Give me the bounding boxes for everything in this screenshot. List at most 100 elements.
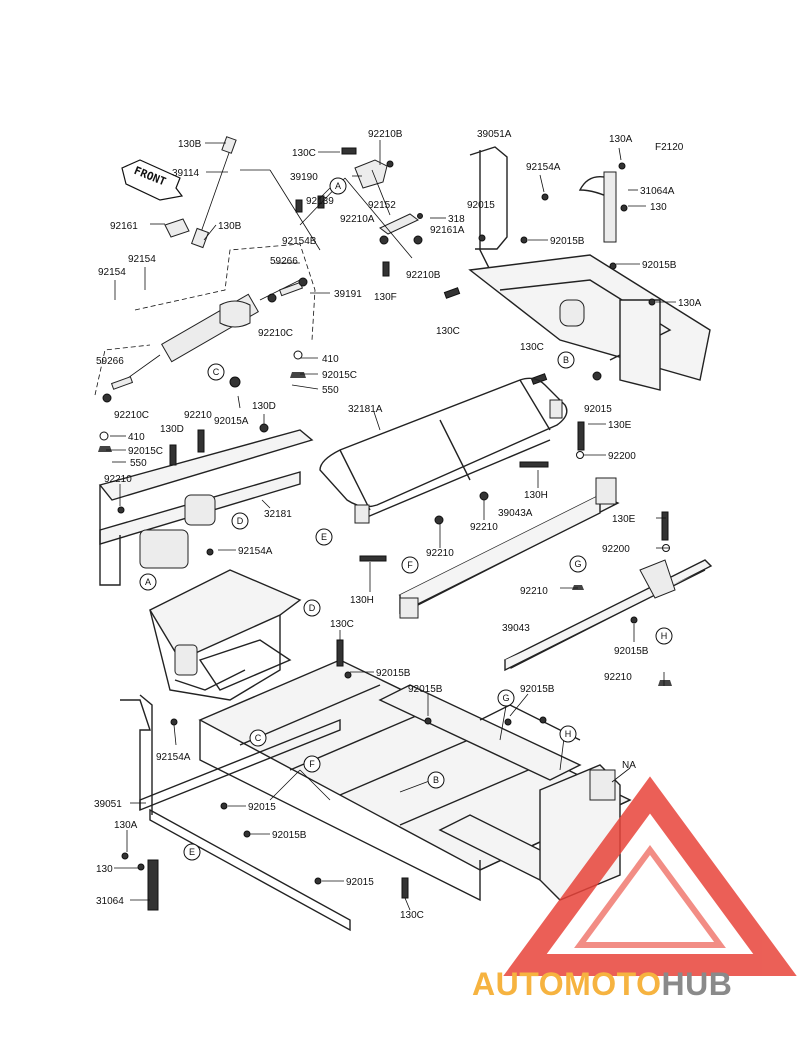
- svg-text:A: A: [335, 181, 341, 191]
- label: 92210: [426, 548, 454, 559]
- label: NA: [622, 760, 636, 771]
- label: 92154B: [282, 236, 317, 247]
- callout-e: E: [183, 843, 201, 861]
- label: 130C: [330, 619, 354, 630]
- label: 92015B: [272, 830, 307, 841]
- label: 31064: [96, 896, 124, 907]
- svg-text:B: B: [433, 775, 439, 785]
- rear-carrier-frame: [443, 146, 711, 391]
- label: 92015: [346, 877, 374, 888]
- label: 92200: [602, 544, 630, 555]
- label: 59266: [270, 256, 298, 267]
- callout-f: F: [401, 556, 419, 574]
- label: 130C: [400, 910, 424, 921]
- reference-callouts: A A B B C C D D E E F F G G H H: [139, 177, 673, 861]
- label: 130B: [218, 221, 242, 232]
- callout-e: E: [315, 528, 333, 546]
- callout-h: H: [655, 627, 673, 645]
- steering-rack: [117, 279, 301, 388]
- label: 92015C: [128, 446, 163, 457]
- label: 130E: [608, 420, 632, 431]
- label: 130A: [609, 134, 633, 145]
- label: 92015A: [214, 416, 249, 427]
- part-labels: 130B 39114 92161 130B 92154 92154 130C 9…: [94, 129, 702, 921]
- label: 92139: [306, 196, 334, 207]
- watermark-text-part2: HUB: [661, 966, 733, 1002]
- label: 92210C: [258, 328, 293, 339]
- label: 92154A: [526, 162, 561, 173]
- leader-lines: [106, 140, 676, 911]
- label: 92015: [467, 200, 495, 211]
- label: 130F: [374, 292, 397, 303]
- svg-text:E: E: [321, 532, 327, 542]
- label: 130D: [160, 424, 184, 435]
- label: 31064A: [640, 186, 675, 197]
- label: 92015B: [550, 236, 585, 247]
- callout-c: C: [249, 729, 267, 747]
- label: 92154: [98, 267, 126, 278]
- label: 92210C: [114, 410, 149, 421]
- callout-f: F: [303, 755, 321, 773]
- watermark-text: AUTOMOTOHUB: [472, 966, 732, 1003]
- callout-b: B: [557, 351, 575, 369]
- engine-mount-cage: [149, 569, 302, 701]
- label: 92210: [520, 586, 548, 597]
- label: 130C: [292, 148, 316, 159]
- callout-b: B: [427, 771, 445, 789]
- label: 39051A: [477, 129, 512, 140]
- svg-text:G: G: [574, 559, 581, 569]
- label: 130H: [524, 490, 548, 501]
- label: 39190: [290, 172, 318, 183]
- label: 130C: [520, 342, 544, 353]
- svg-text:D: D: [237, 516, 244, 526]
- steering-shaft-group: [164, 136, 321, 251]
- label: 39051: [94, 799, 122, 810]
- label: 92161A: [430, 225, 465, 236]
- label: 92200: [608, 451, 636, 462]
- label: 92210: [604, 672, 632, 683]
- watermark-text-part1: AUTOMOTO: [472, 966, 662, 1002]
- label: 92210: [104, 474, 132, 485]
- svg-text:F: F: [309, 759, 315, 769]
- label: 130A: [114, 820, 138, 831]
- svg-text:A: A: [145, 577, 151, 587]
- label: 92154A: [156, 752, 191, 763]
- label: 130B: [178, 139, 202, 150]
- label: 59266: [96, 356, 124, 367]
- callout-a: A: [329, 177, 347, 195]
- callout-h: H: [559, 725, 577, 743]
- label: 92015B: [376, 668, 411, 679]
- label: 130A: [678, 298, 702, 309]
- label: 32181: [264, 509, 292, 520]
- label: 410: [322, 354, 339, 365]
- side-rail-39043a: [398, 477, 670, 619]
- callout-a: A: [139, 573, 157, 591]
- svg-text:F: F: [407, 560, 413, 570]
- label: 92015B: [408, 684, 443, 695]
- svg-text:H: H: [661, 631, 668, 641]
- label: 130D: [252, 401, 276, 412]
- label: 92015B: [642, 260, 677, 271]
- callout-d: D: [231, 512, 249, 530]
- callout-g: G: [497, 689, 515, 707]
- label: 92015B: [520, 684, 555, 695]
- label: 92161: [110, 221, 138, 232]
- watermark-triangle-logo: [503, 776, 797, 976]
- callout-g: G: [569, 555, 587, 573]
- label: 39114: [172, 168, 200, 179]
- front-direction-arrow: FRONT: [121, 159, 184, 201]
- label: 92210A: [340, 214, 375, 225]
- upper-cage-frame: [319, 377, 585, 562]
- side-rail-39043: [503, 559, 713, 686]
- label: 92210: [184, 410, 212, 421]
- label: 550: [322, 385, 339, 396]
- label: 92154A: [238, 546, 273, 557]
- label: 130H: [350, 595, 374, 606]
- label: 32181A: [348, 404, 383, 415]
- upper-bracket-group: [295, 147, 423, 277]
- label: 410: [128, 432, 145, 443]
- label: 130E: [612, 514, 636, 525]
- svg-text:G: G: [502, 693, 509, 703]
